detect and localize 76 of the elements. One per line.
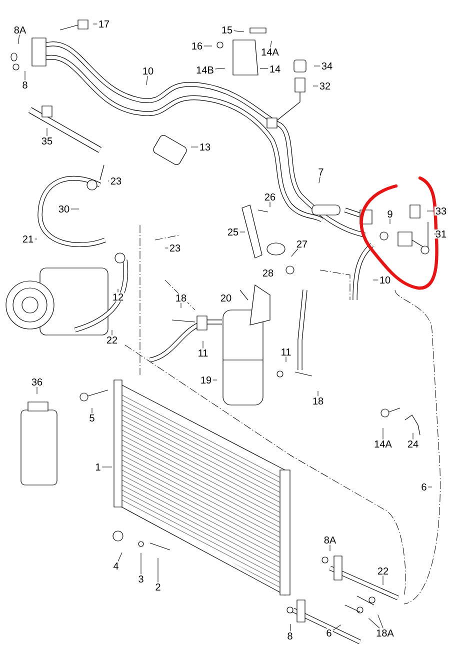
leader-line xyxy=(18,34,20,44)
callout-number: 13 xyxy=(198,142,212,152)
callout-number: 23 xyxy=(109,176,123,186)
callout-number: 14B xyxy=(195,66,215,74)
callout-number: 20 xyxy=(219,293,233,303)
leader-line xyxy=(24,70,26,80)
callout-number: 27 xyxy=(295,240,309,248)
callout-number: 36 xyxy=(30,377,44,387)
callout-number: 10 xyxy=(141,66,155,76)
callout-number: 2 xyxy=(154,582,162,592)
callout-number: 24 xyxy=(406,440,420,448)
leader-line xyxy=(214,68,226,70)
leader-line xyxy=(382,576,384,586)
callout-number: 11 xyxy=(280,348,292,356)
callout-number: 35 xyxy=(40,136,54,146)
callout-number: 7 xyxy=(317,168,325,176)
leader-line xyxy=(260,68,268,69)
leader-line xyxy=(140,552,142,574)
callout-number: 6 xyxy=(420,482,428,492)
callout-number: 18A xyxy=(375,628,395,638)
callout-number: 8A xyxy=(322,535,338,545)
leader-line xyxy=(332,624,342,630)
callout-number: 26 xyxy=(263,192,277,202)
callout-number: 14 xyxy=(268,64,282,74)
callout-number: 31 xyxy=(434,229,448,239)
leader-line xyxy=(270,40,272,48)
callout-number: 30 xyxy=(57,204,71,214)
callout-number: 3 xyxy=(137,574,145,584)
callout-number: 1 xyxy=(94,462,102,472)
callout-number: 18 xyxy=(174,293,188,303)
leader-line xyxy=(426,210,434,212)
callout-number: 8 xyxy=(286,631,294,641)
leader-line xyxy=(368,618,380,628)
callout-number: 33 xyxy=(434,206,448,216)
leader-line xyxy=(378,614,384,628)
callout-number: 16 xyxy=(190,41,204,51)
callout-number: 9 xyxy=(386,209,394,219)
callout-number: 22 xyxy=(105,336,119,344)
leader-line xyxy=(180,302,182,308)
leader-line xyxy=(34,238,38,240)
callout-number: 17 xyxy=(97,20,111,28)
leader-line xyxy=(318,176,320,184)
callout-number: 10 xyxy=(378,275,392,285)
callout-number: 21 xyxy=(21,234,35,244)
callout-number: 12 xyxy=(111,292,125,302)
callout-number: 25 xyxy=(226,227,240,237)
callout-number: 8 xyxy=(21,80,29,90)
callout-number: 34 xyxy=(320,61,334,71)
callout-number: 19 xyxy=(199,375,213,385)
callout-number: 15 xyxy=(220,26,234,34)
callout-number: 14A xyxy=(260,48,280,56)
callout-number: 6 xyxy=(325,628,333,638)
callout-number: 23 xyxy=(168,243,182,253)
callout-number: 22 xyxy=(376,566,390,576)
leader-line xyxy=(146,76,148,86)
callout-number: 11 xyxy=(196,348,210,358)
leader-line xyxy=(118,552,122,562)
callout-number: 14A xyxy=(373,440,393,448)
callout-number: 18 xyxy=(311,396,325,406)
callout-number: 4 xyxy=(112,562,120,570)
leader-line xyxy=(412,432,414,440)
callout-number: 28 xyxy=(261,268,275,278)
leader-line xyxy=(46,128,48,136)
leader-line xyxy=(234,30,244,32)
callout-number: 8A xyxy=(12,25,28,35)
leader-line xyxy=(102,466,112,468)
leader-line xyxy=(202,340,204,349)
leader-line xyxy=(36,386,38,394)
callout-number: 5 xyxy=(88,414,96,422)
leader-line xyxy=(290,624,292,632)
leader-line xyxy=(190,146,198,148)
leader-line xyxy=(70,208,80,210)
leader-line xyxy=(291,248,298,257)
leader-line xyxy=(382,428,384,440)
callout-number: 32 xyxy=(318,81,332,91)
leader-line xyxy=(428,486,432,488)
